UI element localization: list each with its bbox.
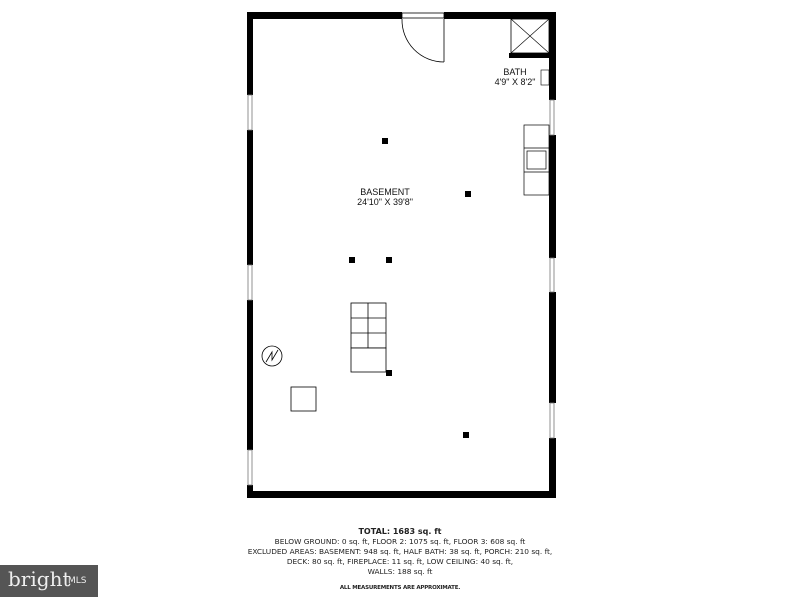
room-name: BASEMENT xyxy=(360,187,410,197)
room-label-basement: BASEMENT 24'10" X 39'8" xyxy=(335,187,435,207)
columns xyxy=(349,138,471,438)
summary-line: WALLS: 188 sq. ft xyxy=(367,567,433,576)
summary-line: EXCLUDED AREAS: BASEMENT: 948 sq. ft, HA… xyxy=(247,547,553,556)
outer-walls xyxy=(247,12,556,498)
fireplace-icon xyxy=(261,345,283,367)
room-dimensions: 4'9" X 8'2" xyxy=(494,77,536,87)
room-label-bath: BATH 4'9" X 8'2" xyxy=(485,67,545,87)
logo-suffix: MLS xyxy=(68,576,87,586)
entry-door xyxy=(401,12,445,63)
room-name: BATH xyxy=(503,67,527,77)
kitchen-cabinets xyxy=(523,124,550,196)
summary-line: DECK: 80 sq. ft, FIREPLACE: 11 sq. ft, L… xyxy=(286,557,514,566)
disclaimer: ALL MEASUREMENTS ARE APPROXIMATE. xyxy=(339,585,461,591)
stairs xyxy=(350,302,387,373)
area-summary: TOTAL: 1683 sq. ft BELOW GROUND: 0 sq. f… xyxy=(200,527,600,593)
bright-mls-logo: bright MLS xyxy=(0,565,98,597)
bath xyxy=(509,18,550,86)
total-area: TOTAL: 1683 sq. ft xyxy=(358,527,442,536)
logo-brand: bright xyxy=(8,567,71,591)
summary-line: BELOW GROUND: 0 sq. ft, FLOOR 2: 1075 sq… xyxy=(274,537,526,546)
room-dimensions: 24'10" X 39'8" xyxy=(357,197,413,207)
utility-box xyxy=(290,386,317,412)
windows xyxy=(247,94,555,486)
